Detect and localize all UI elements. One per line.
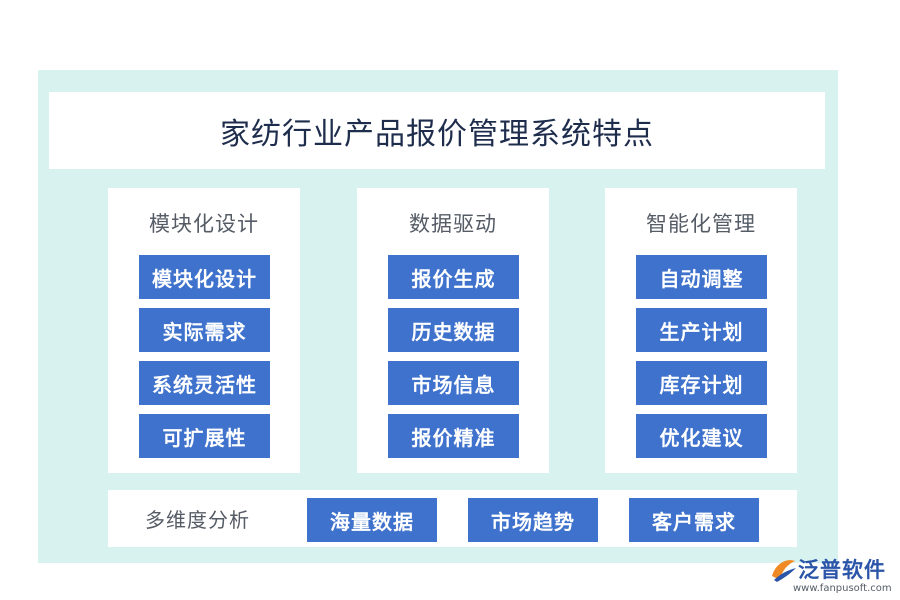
title-box: 家纺行业产品报价管理系统特点 xyxy=(49,92,825,169)
feature-box: 报价精准 xyxy=(388,414,519,458)
column-modular-design: 模块化设计 模块化设计 实际需求 系统灵活性 可扩展性 xyxy=(108,188,300,473)
brand-name: 泛普软件 xyxy=(798,558,886,582)
brand-watermark: 泛普软件 www.fanpusoft.com xyxy=(768,552,894,598)
feature-box: 库存计划 xyxy=(636,361,767,405)
column-title: 智能化管理 xyxy=(646,212,756,236)
column-data-driven: 数据驱动 报价生成 历史数据 市场信息 报价精准 xyxy=(357,188,549,473)
feature-box: 自动调整 xyxy=(636,255,767,299)
feature-box: 客户需求 xyxy=(629,498,759,542)
column-title: 模块化设计 xyxy=(149,212,259,236)
feature-box: 实际需求 xyxy=(139,308,270,352)
feature-box: 市场趋势 xyxy=(468,498,598,542)
feature-box: 海量数据 xyxy=(307,498,437,542)
bottom-row-analysis: 多维度分析 海量数据 市场趋势 客户需求 xyxy=(108,490,797,547)
diagram-title: 家纺行业产品报价管理系统特点 xyxy=(220,116,654,152)
feature-box: 历史数据 xyxy=(388,308,519,352)
feature-box: 优化建议 xyxy=(636,414,767,458)
feature-box: 市场信息 xyxy=(388,361,519,405)
column-title: 数据驱动 xyxy=(409,212,497,236)
column-smart-management: 智能化管理 自动调整 生产计划 库存计划 优化建议 xyxy=(605,188,797,473)
brand-logo-icon xyxy=(772,560,796,582)
bottom-row-label: 多维度分析 xyxy=(145,508,250,532)
feature-box: 报价生成 xyxy=(388,255,519,299)
feature-box: 模块化设计 xyxy=(139,255,270,299)
feature-box: 生产计划 xyxy=(636,308,767,352)
feature-box: 系统灵活性 xyxy=(139,361,270,405)
brand-url: www.fanpusoft.com xyxy=(793,583,892,594)
feature-box: 可扩展性 xyxy=(139,414,270,458)
